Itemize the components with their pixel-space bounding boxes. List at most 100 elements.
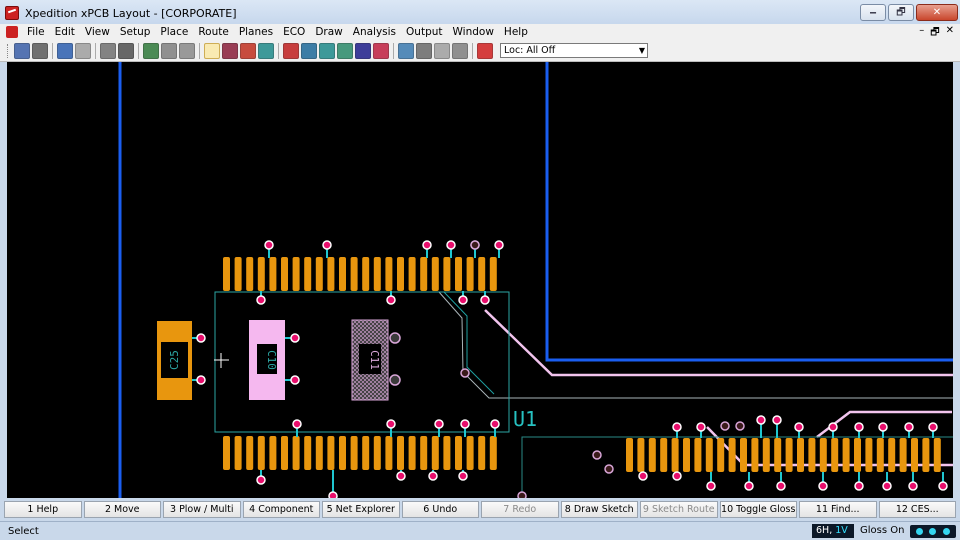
undo-icon[interactable] <box>57 42 73 59</box>
fkey-8-draw-sketch[interactable]: 8 Draw Sketch <box>560 501 638 518</box>
connector-pin <box>922 438 930 472</box>
document-icon[interactable] <box>6 26 18 38</box>
via <box>672 471 682 481</box>
u1-bottom-pin <box>466 436 474 470</box>
find-icon[interactable] <box>32 42 48 59</box>
trace-pink-1 <box>484 309 953 377</box>
ces-icon[interactable] <box>283 42 299 59</box>
menu-help[interactable]: Help <box>503 26 528 38</box>
select-icon[interactable] <box>204 42 220 59</box>
app-icon[interactable] <box>5 6 19 20</box>
connector-pin <box>785 438 793 472</box>
push-icon[interactable] <box>100 42 116 59</box>
toolbar-separator <box>472 42 473 59</box>
fkey-5-net-explorer[interactable]: 5 Net Explorer <box>322 501 400 518</box>
close-button[interactable]: ✕ <box>916 4 958 21</box>
menu-view[interactable]: View <box>84 26 110 38</box>
via <box>422 240 432 250</box>
via <box>256 475 266 485</box>
fkey-10-toggle-gloss[interactable]: 10 Toggle Gloss <box>719 501 797 518</box>
via <box>386 419 396 429</box>
diamond-icon[interactable] <box>319 42 335 59</box>
locale-select[interactable]: Loc: All Off ▼ <box>500 43 648 58</box>
drc-check-icon[interactable] <box>373 42 389 59</box>
fkey-11-find[interactable]: 11 Find... <box>799 501 877 518</box>
fkey-9-sketch-route[interactable]: 9 Sketch Route <box>640 501 718 518</box>
menu-place[interactable]: Place <box>160 26 189 38</box>
copy-icon[interactable] <box>179 42 195 59</box>
component-icon[interactable] <box>222 42 238 59</box>
fkey-6-undo[interactable]: 6 Undo <box>401 501 479 518</box>
pcb-canvas[interactable]: U1 C25 C10 C11 <box>7 62 953 498</box>
print-icon[interactable] <box>452 42 468 59</box>
menu-setup[interactable]: Setup <box>119 26 151 38</box>
minimize-button[interactable]: 🗕 <box>860 4 886 21</box>
menu-edit[interactable]: Edit <box>54 26 75 38</box>
connector-pin <box>751 438 759 472</box>
toolbar-separator <box>138 42 139 59</box>
layer-v: 1V <box>835 525 848 536</box>
trace-gray-1 <box>438 291 953 399</box>
fkey-7-redo[interactable]: 7 Redo <box>481 501 559 518</box>
move-icon[interactable] <box>118 42 134 59</box>
connector-pin <box>671 438 679 472</box>
menu-draw[interactable]: Draw <box>315 26 343 38</box>
connector-pin <box>842 438 850 472</box>
connector-pin <box>831 438 839 472</box>
via <box>928 422 938 432</box>
layer-h: 6H, <box>816 525 836 536</box>
menu-analysis[interactable]: Analysis <box>352 26 397 38</box>
via <box>386 295 396 305</box>
via <box>446 240 456 250</box>
fkey-1-help[interactable]: 1 Help <box>4 501 82 518</box>
view-icon[interactable] <box>416 42 432 59</box>
title-bar: Xpedition xPCB Layout - [CORPORATE] 🗕 🗗 … <box>0 0 960 26</box>
fkey-3-plow[interactable]: 3 Plow / Multi <box>163 501 241 518</box>
sheet-icon[interactable] <box>434 42 450 59</box>
menu-planes[interactable]: Planes <box>238 26 274 38</box>
matrix-icon[interactable] <box>477 42 493 59</box>
drc-icon[interactable] <box>355 42 371 59</box>
via-open <box>604 464 614 474</box>
net-icon[interactable] <box>337 42 353 59</box>
chevron-down-icon: ▼ <box>638 46 645 55</box>
function-key-bar: 1 Help 2 Move 3 Plow / Multi 4 Component… <box>4 501 956 519</box>
doc-restore-button[interactable]: 🗗 <box>930 27 940 38</box>
toolbar-grip[interactable] <box>7 43 10 58</box>
pcb-drawing[interactable]: U1 C25 C10 C11 <box>7 62 953 498</box>
via <box>322 240 332 250</box>
c25-window <box>161 342 188 378</box>
grid-icon[interactable] <box>301 42 317 59</box>
layer-indicator[interactable]: 6H, 1V <box>812 524 854 538</box>
save-icon[interactable] <box>14 42 30 59</box>
doc-close-button[interactable]: ✕ <box>945 25 954 36</box>
fkey-4-component[interactable]: 4 Component <box>242 501 320 518</box>
route-icon[interactable] <box>240 42 256 59</box>
via <box>494 240 504 250</box>
layer-icon[interactable] <box>143 42 159 59</box>
board-icon[interactable] <box>161 42 177 59</box>
connector-pin <box>705 438 713 472</box>
fkey-12-ces[interactable]: 12 CES... <box>878 501 956 518</box>
u1-bottom-pin <box>373 436 381 470</box>
redo-icon[interactable] <box>75 42 91 59</box>
zoom-icon[interactable] <box>398 42 414 59</box>
fkey-2-move[interactable]: 2 Move <box>83 501 161 518</box>
u1-bottom-pin <box>246 436 254 470</box>
via <box>818 481 828 491</box>
via <box>696 422 706 432</box>
status-dot-icon <box>929 528 937 535</box>
maximize-button[interactable]: 🗗 <box>888 4 914 21</box>
u1-top-pin <box>420 257 428 291</box>
menu-window[interactable]: Window <box>452 26 494 38</box>
connector-pin <box>933 438 941 472</box>
menu-file[interactable]: File <box>27 26 45 38</box>
menu-route[interactable]: Route <box>198 26 229 38</box>
doc-minimize-button[interactable]: – <box>919 25 925 36</box>
menu-output[interactable]: Output <box>406 26 443 38</box>
plow-icon[interactable] <box>258 42 274 59</box>
u1-bottom-pin <box>339 436 346 470</box>
connector-pins <box>626 438 941 472</box>
menu-eco[interactable]: ECO <box>283 26 306 38</box>
u1-top-pin <box>385 257 393 291</box>
